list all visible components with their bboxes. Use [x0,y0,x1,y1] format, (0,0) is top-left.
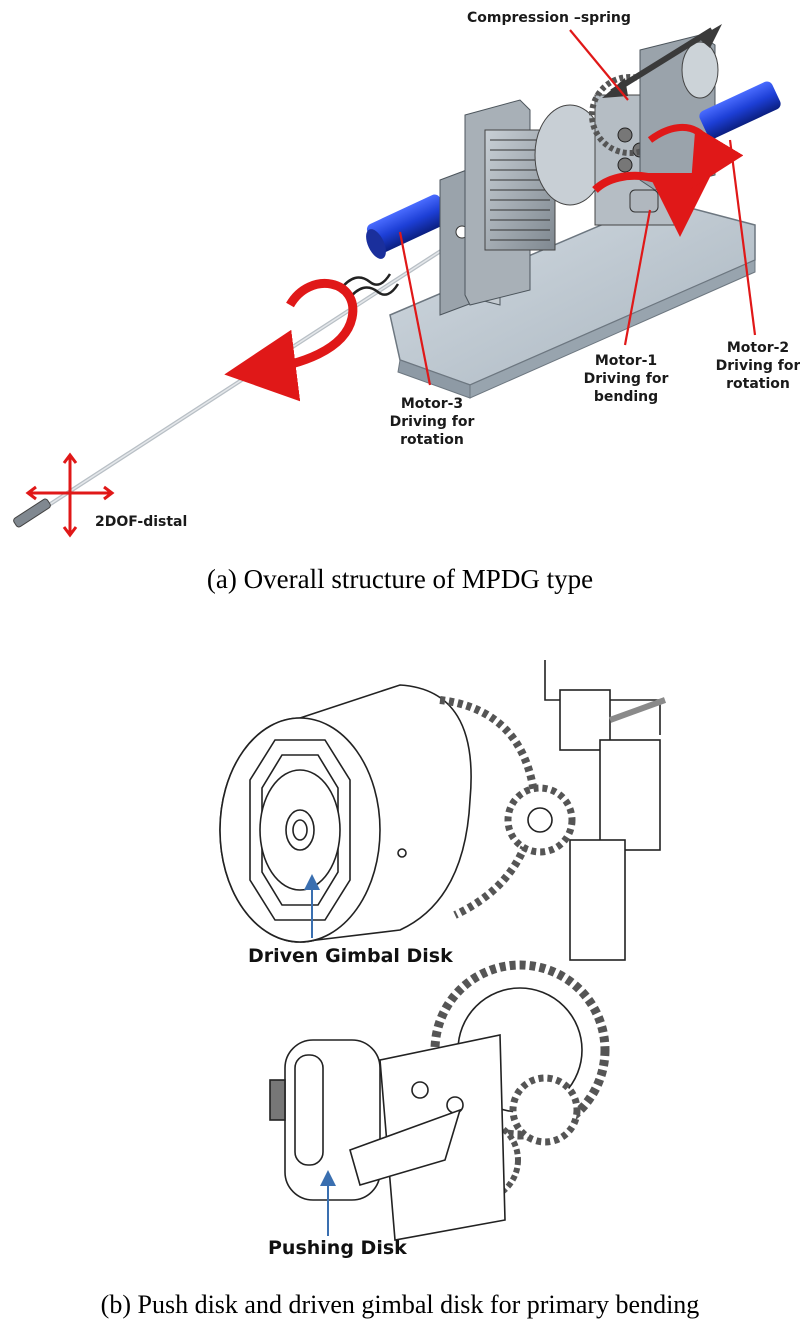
caption-a: (a) Overall structure of MPDG type [206,564,594,594]
rotation-arrow-motor2 [647,124,744,190]
label-pushing-disk: Pushing Disk [268,1237,407,1259]
label-motor-3-line1: Motor-3 [401,396,463,412]
label-motor-2-line3: rotation [726,376,790,392]
caption-b: (b) Push disk and driven gimbal disk for… [100,1290,700,1319]
break-mark [339,273,392,291]
distal-2dof-arrows [25,452,115,538]
label-motor-1-line1: Motor-1 [595,353,657,369]
label-driven-gimbal-disk: Driven Gimbal Disk [248,945,453,967]
mpdg-assembly-drawing [13,24,781,538]
leader-motor-1 [623,209,652,346]
label-motor-3-line2: Driving for [390,414,475,430]
label-motor-2-line1: Motor-2 [727,340,789,356]
leader-motor-2 [728,139,757,336]
label-compression-spring: Compression –spring [467,10,631,26]
leader-compression-spring [569,29,629,101]
label-motor-1-line2: Driving for [584,371,669,387]
drive-gear-cylinder [484,104,606,251]
motor-2-body [699,81,781,139]
label-motor-3-line3: rotation [400,432,464,448]
motor-3-body [366,194,450,259]
label-motor-2-line2: Driving for [716,358,800,374]
leader-motor-3 [398,231,432,386]
rotation-arrow-motor1 [592,171,712,237]
motor-1-body [629,189,659,213]
distal-tip [13,498,51,528]
label-motor-1-line3: bending [594,389,658,405]
rotation-arrow-motor3 [224,278,358,402]
gimbal-disk-drawing [219,660,667,1241]
label-2dof-distal: 2DOF-distal [95,514,187,530]
